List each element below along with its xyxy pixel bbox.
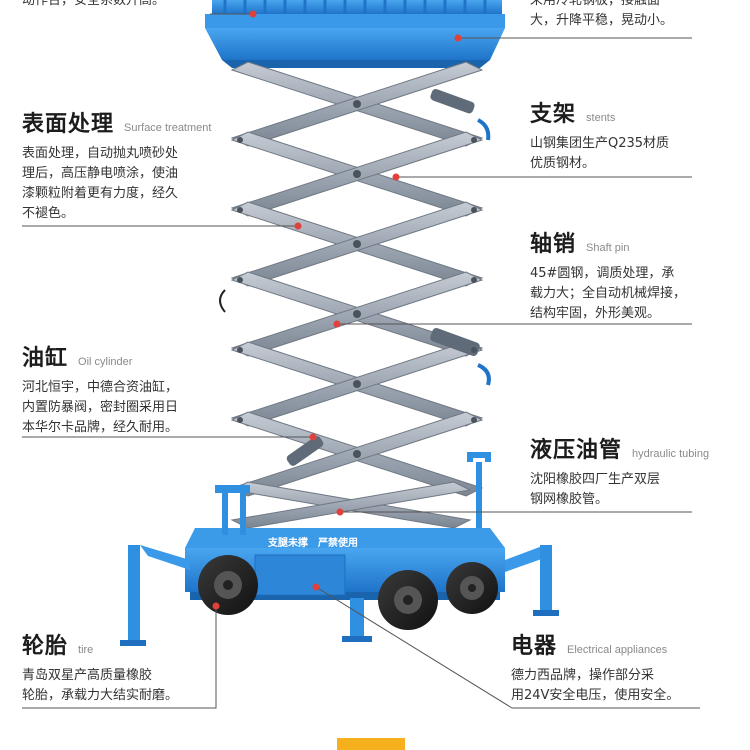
desc-line: 不褪色。 [22, 206, 75, 221]
callout-surface-treatment: 表面处理 Surface treatment 表面处理，自动抛丸喷砂处 理后，高… [22, 106, 211, 224]
callout-title-en: Surface treatment [124, 122, 212, 134]
callout-title: 油缸 [22, 346, 69, 371]
callout-desc: 45#圆钢，调质处理，承 载力大；全自动机械焊接， 结构牢固，外形美观。 [530, 264, 686, 324]
callout-hydraulic-tubing: 液压油管 hydraulic tubing 沈阳橡胶四厂生产双层 钢网橡胶管。 [530, 432, 709, 510]
callout-stents: 支架 stents 山钢集团生产Q235材质 优质钢材。 [530, 96, 669, 174]
desc-line: 用24V安全电压，使用安全。 [511, 688, 680, 703]
desc-line: 河北恒宇，中德合资油缸， [22, 380, 179, 395]
top-left-fragment: 动作台，安全系数升高。 [22, 0, 166, 8]
desc-line: 德力西品牌，操作部分采 [511, 668, 655, 683]
desc-line: 优质钢材。 [530, 156, 596, 171]
chassis [120, 485, 559, 646]
callout-title: 轮胎 [22, 634, 69, 659]
callout-title-en: stents [586, 112, 616, 124]
callout-title-en: Oil cylinder [78, 356, 133, 368]
base-sign-text-2: 严禁使用 [317, 536, 358, 549]
callout-title-en: Shaft pin [586, 242, 630, 254]
platform [205, 0, 505, 68]
callout-title: 表面处理 [22, 112, 115, 137]
desc-line: 钢网橡胶管。 [530, 492, 609, 507]
oil-cylinders [219, 88, 491, 466]
desc-line: 结构牢固，外形美观。 [530, 306, 661, 321]
callout-title: 支架 [530, 102, 577, 127]
bottom-accent-tab [337, 738, 405, 750]
shaft-pins [237, 100, 477, 458]
callout-title-en: hydraulic tubing [632, 448, 710, 460]
top-right-fragment: 采用冷轧钢板，接触面 大，升降平稳，晃动小。 [530, 0, 673, 31]
callout-title-en: Electrical appliances [567, 644, 668, 656]
desc-line: 青岛双星产高质量橡胶 [22, 668, 153, 683]
callout-desc: 山钢集团生产Q235材质 优质钢材。 [530, 134, 669, 174]
callout-title-en: tire [78, 644, 94, 656]
callout-tire: 轮胎 tire 青岛双星产高质量橡胶 轮胎，承载力大结实耐磨。 [22, 628, 178, 706]
callout-desc: 沈阳橡胶四厂生产双层 钢网橡胶管。 [530, 470, 709, 510]
desc-line: 轮胎，承载力大结实耐磨。 [22, 688, 179, 703]
desc-line: 沈阳橡胶四厂生产双层 [530, 472, 661, 487]
callout-title: 轴销 [530, 232, 577, 257]
desc-line: 表面处理，自动抛丸喷砂处 [22, 146, 179, 161]
callout-oil-cylinder: 油缸 Oil cylinder 河北恒宇，中德合资油缸， 内置防暴阀，密封圈采用… [22, 340, 178, 438]
desc-line: 山钢集团生产Q235材质 [530, 136, 670, 151]
callout-dots [212, 10, 462, 610]
desc-line: 漆颗粒附着更有力度，经久 [22, 186, 179, 201]
desc-line: 本华尔卡品牌，经久耐用。 [22, 420, 179, 435]
callout-desc: 青岛双星产高质量橡胶 轮胎，承载力大结实耐磨。 [22, 666, 178, 706]
leader-lines [22, 13, 700, 709]
callout-desc: 河北恒宇，中德合资油缸， 内置防暴阀，密封圈采用日 本华尔卡品牌，经久耐用。 [22, 378, 178, 438]
callout-desc: 表面处理，自动抛丸喷砂处 理后，高压静电喷涂，使油 漆颗粒附着更有力度，经久 不… [22, 144, 211, 224]
callout-desc: 德力西品牌，操作部分采 用24V安全电压，使用安全。 [511, 666, 679, 706]
desc-line: 载力大；全自动机械焊接， [530, 286, 687, 301]
desc-line: 内置防暴阀，密封圈采用日 [22, 400, 179, 415]
wheels [198, 555, 498, 630]
base-sign-text-1: 支腿未撑 [267, 536, 308, 549]
top-right-line-1: 采用冷轧钢板，接触面 [530, 0, 661, 8]
top-right-line-2: 大，升降平稳，晃动小。 [530, 13, 674, 28]
callout-shaft-pin: 轴销 Shaft pin 45#圆钢，调质处理，承 载力大；全自动机械焊接， 结… [530, 226, 686, 324]
desc-line: 45#圆钢，调质处理，承 [530, 266, 675, 281]
tow-handle [467, 452, 491, 540]
desc-line: 理后，高压静电喷涂，使油 [22, 166, 179, 181]
callout-electrical-appliances: 电器 Electrical appliances 德力西品牌，操作部分采 用24… [511, 628, 679, 706]
callout-title: 电器 [511, 634, 558, 659]
callout-title: 液压油管 [530, 438, 623, 463]
scissor-arms [230, 61, 484, 529]
